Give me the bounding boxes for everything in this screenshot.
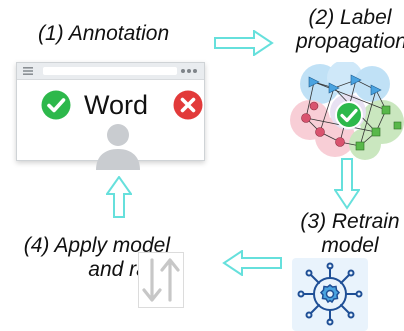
step3-label: (3) Retrain model xyxy=(296,210,404,258)
step2-line1: (2) Label xyxy=(308,6,392,29)
label-propagation-graph xyxy=(290,62,404,160)
arrow-right-icon xyxy=(214,30,274,56)
step2-label: (2) Label propagation xyxy=(296,6,404,54)
arrow-up-icon xyxy=(106,176,132,218)
step3-line2: model xyxy=(321,234,379,257)
check-icon xyxy=(41,90,71,120)
gear-chip-icon xyxy=(292,258,368,331)
menu-icon xyxy=(23,67,33,75)
user-icon xyxy=(96,124,140,170)
step1-label: (1) Annotation xyxy=(38,22,170,45)
url-bar xyxy=(43,67,177,75)
arrow-down-icon xyxy=(334,158,360,210)
browser-toolbar xyxy=(17,63,204,80)
annotation-browser-window: Word xyxy=(16,62,205,161)
step4-line1: (4) Apply model xyxy=(23,234,170,257)
updown-icon xyxy=(138,252,184,308)
annotated-word: Word xyxy=(84,90,149,120)
annotation-row: Word xyxy=(17,89,204,121)
step2-line2: propagation xyxy=(296,30,404,53)
step3-line1: (3) Retrain xyxy=(300,210,400,233)
x-icon xyxy=(173,90,203,120)
arrow-left-icon xyxy=(222,250,282,276)
dots-icon xyxy=(181,69,197,73)
